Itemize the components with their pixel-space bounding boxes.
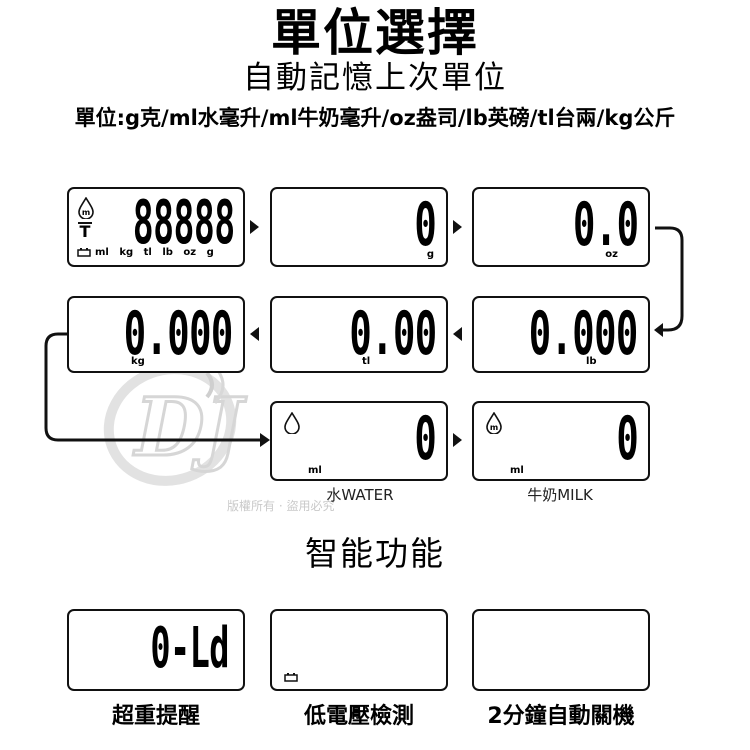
lcd-digits: 0.000: [529, 299, 639, 369]
lcd-digits: 0: [414, 190, 436, 260]
lcd-digits: 88888: [133, 188, 235, 258]
milk-drop-icon: m: [486, 412, 502, 434]
lcd-digits: 0: [414, 404, 436, 474]
unit-label-oz: oz: [605, 249, 618, 260]
tare-icon: T: [78, 222, 92, 241]
lcd-water: 0 ml: [270, 401, 448, 481]
lcd-digits: 0.000: [124, 299, 234, 369]
copyright-watermark: 版權所有 · 盜用必究: [227, 499, 335, 513]
lcd-kilogram: 0.000 kg: [67, 296, 245, 373]
unit-label-ml: ml: [510, 465, 524, 476]
unit-label-lb: lb: [586, 356, 597, 367]
unit-label-tl: tl: [362, 356, 371, 367]
caption-auto-off: 2分鐘自動關機: [487, 704, 635, 729]
lcd-digits: 0.0: [572, 190, 639, 260]
arrow-right-icon: [453, 433, 462, 447]
lcd-digits: 0-Ld: [150, 616, 229, 681]
lcd-gram: 0 g: [270, 187, 448, 267]
caption-low-battery: 低電壓檢測: [303, 704, 414, 729]
features-title: 智能功能: [305, 534, 445, 573]
units-line: 單位:g克/ml水毫升/ml牛奶毫升/oz盎司/lb英磅/tl台兩/kg公斤: [74, 106, 676, 130]
lcd-ounce: 0.0 oz: [472, 187, 650, 267]
lcd-tael: 0.00 tl: [270, 296, 448, 373]
lcd-pound: 0.000 lb: [472, 296, 650, 373]
caption-milk: 牛奶MILK: [527, 486, 593, 504]
dj-logo-watermark: DJ: [103, 364, 249, 486]
arrow-left-icon: [250, 327, 259, 341]
svg-text:m: m: [490, 423, 498, 432]
caption-water: 水WATER: [326, 486, 394, 504]
unit-label-kg: kg: [131, 356, 145, 367]
lcd-auto-off: [472, 609, 650, 691]
lcd-digits: 0: [616, 404, 638, 474]
arrow-right-icon: [250, 220, 259, 234]
battery-icon: [77, 248, 91, 257]
lcd-digits: 0.00: [348, 299, 437, 369]
lcd-low-battery: [270, 609, 448, 691]
lcd-milk: m 0 ml: [472, 401, 650, 481]
svg-text:m: m: [82, 208, 90, 217]
page-subtitle: 自動記憶上次單位: [243, 60, 507, 96]
unit-label-ml: ml: [308, 465, 322, 476]
arrow-right-icon: [453, 220, 462, 234]
arrow-left-icon: [453, 327, 462, 341]
unit-labels: ml kg tl lb oz g: [95, 247, 214, 258]
milk-drop-icon: m: [78, 197, 94, 219]
page-title: 單位選擇: [271, 4, 479, 62]
lcd-all-segments: m T 88888 ml kg tl lb oz g: [67, 187, 245, 267]
battery-icon: [284, 673, 298, 682]
unit-label-g: g: [426, 249, 434, 260]
caption-overload: 超重提醒: [111, 704, 200, 729]
drop-icon: [284, 412, 300, 434]
dj-logo-text: DJ: [133, 380, 247, 474]
lcd-overload: 0-Ld: [67, 609, 245, 691]
